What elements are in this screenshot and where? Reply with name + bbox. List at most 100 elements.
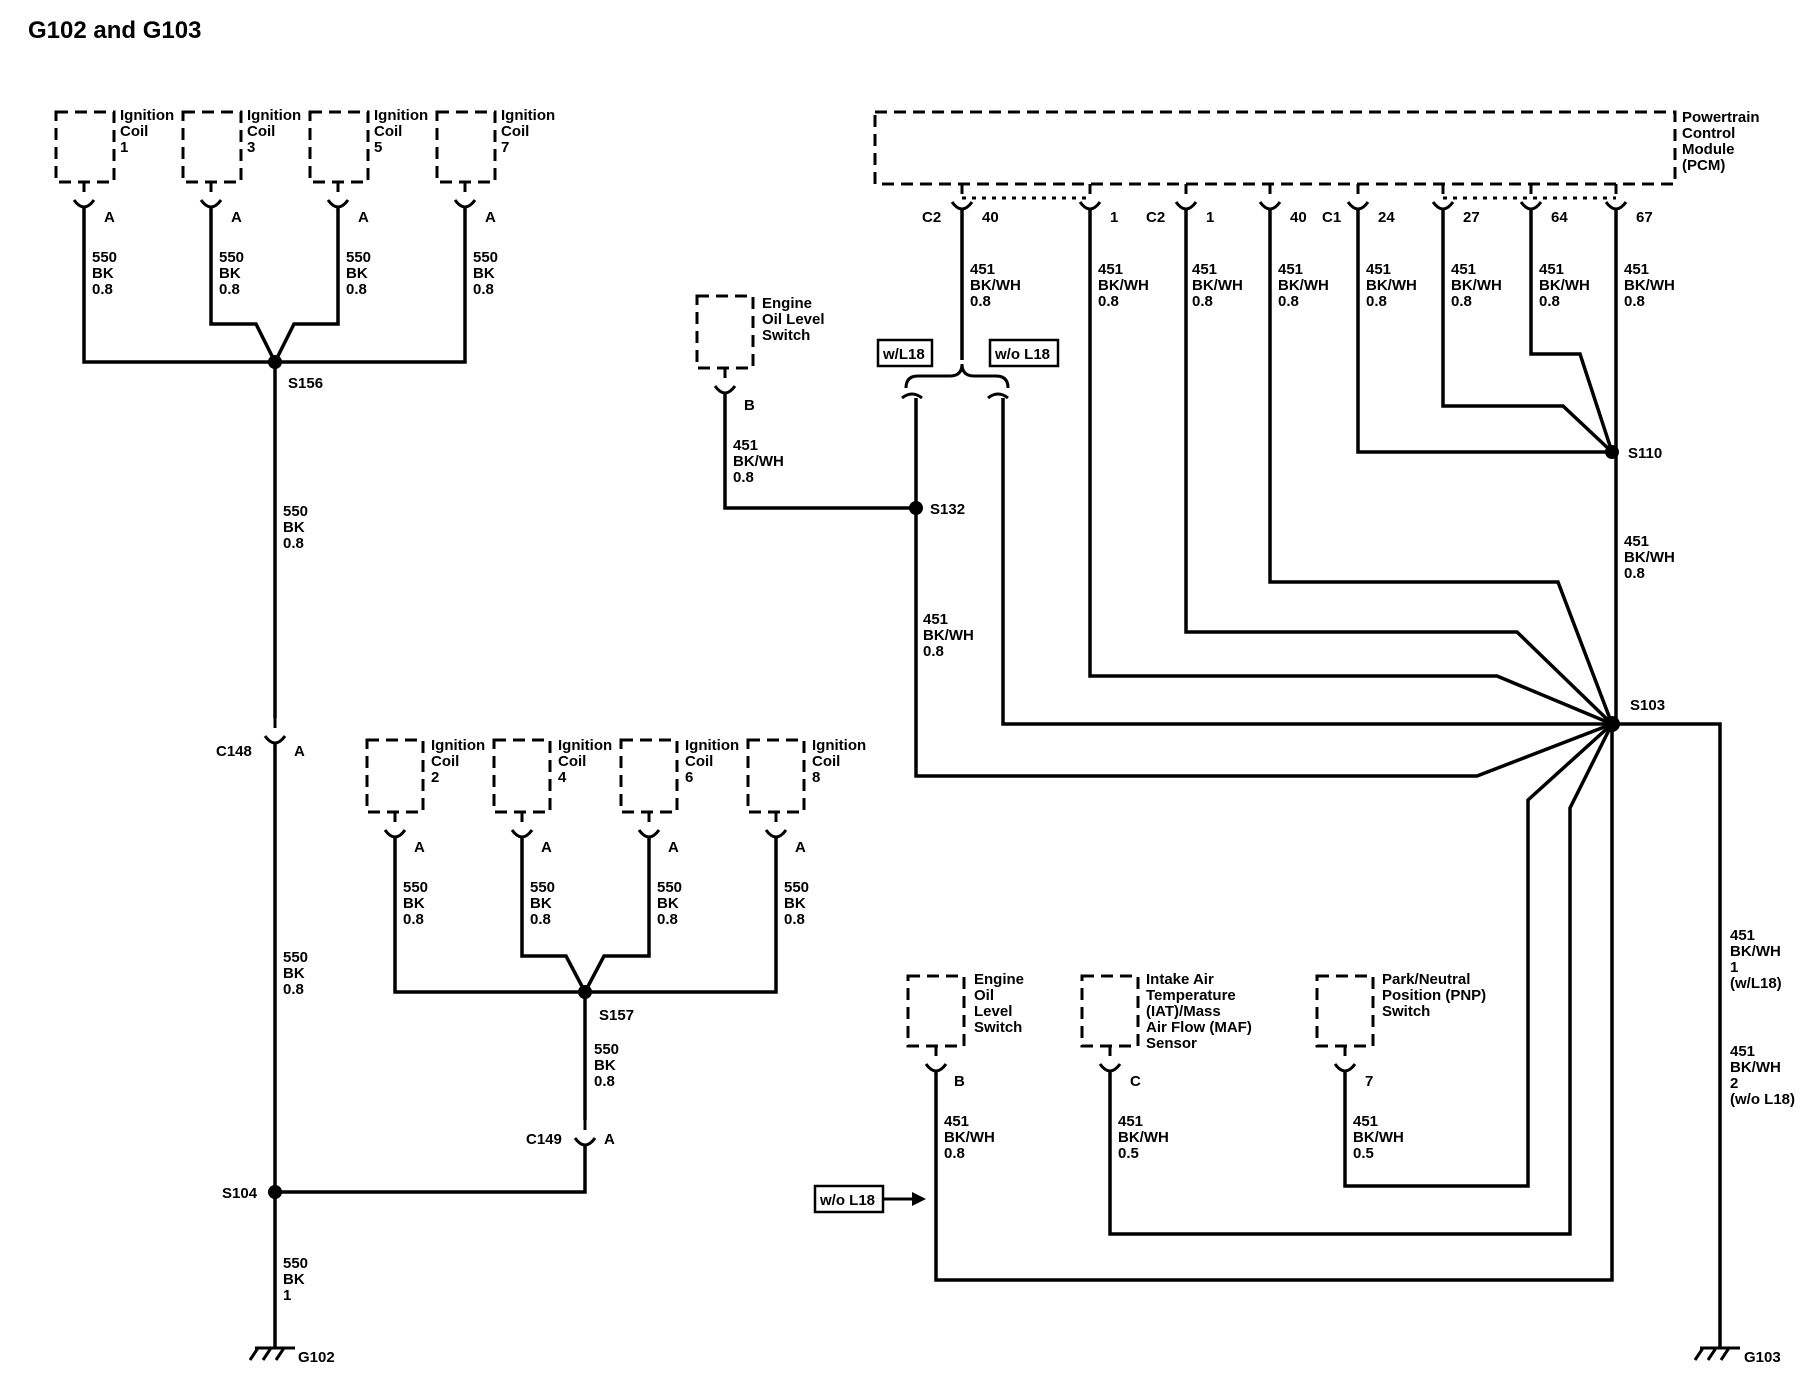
svg-text:451: 451 xyxy=(733,437,758,454)
svg-text:1: 1 xyxy=(1206,209,1214,226)
splice-s103-label: S103 xyxy=(1630,697,1665,714)
svg-text:451: 451 xyxy=(970,261,995,278)
svg-text:BK: BK xyxy=(283,1271,305,1288)
svg-text:0.8: 0.8 xyxy=(1098,293,1119,310)
wire-s132-labels: 451 BK/WH 0.8 xyxy=(923,611,974,660)
svg-text:A: A xyxy=(485,209,496,226)
splice-s110 xyxy=(1605,445,1619,459)
top-coil-wire-labels: 550 BK 0.8 550 BK 0.8 550 BK 0.8 550 BK … xyxy=(92,249,498,298)
svg-text:(w/L18): (w/L18) xyxy=(1730,975,1782,992)
svg-text:Ignition: Ignition xyxy=(120,107,174,124)
svg-text:0.8: 0.8 xyxy=(473,281,494,298)
splice-s104-label: S104 xyxy=(222,1185,258,1202)
svg-text:0.8: 0.8 xyxy=(594,1073,615,1090)
splice-s157-label: S157 xyxy=(599,1007,634,1024)
svg-text:C1: C1 xyxy=(1322,209,1341,226)
svg-text:550: 550 xyxy=(219,249,244,266)
svg-text:0.8: 0.8 xyxy=(219,281,240,298)
svg-text:550: 550 xyxy=(283,949,308,966)
svg-text:0.8: 0.8 xyxy=(923,643,944,660)
svg-text:BK: BK xyxy=(92,265,114,282)
svg-text:BK: BK xyxy=(403,895,425,912)
svg-text:B: B xyxy=(954,1073,965,1090)
svg-text:Switch: Switch xyxy=(974,1019,1022,1036)
svg-text:0.8: 0.8 xyxy=(1366,293,1387,310)
svg-text:Oil: Oil xyxy=(974,987,994,1004)
svg-text:40: 40 xyxy=(982,209,999,226)
svg-text:BK: BK xyxy=(530,895,552,912)
svg-text:Position (PNP): Position (PNP) xyxy=(1382,987,1486,1004)
svg-text:C2: C2 xyxy=(1146,209,1165,226)
splice-s132-label: S132 xyxy=(930,501,965,518)
svg-text:0.8: 0.8 xyxy=(944,1145,965,1162)
svg-text:Park/Neutral: Park/Neutral xyxy=(1382,971,1470,988)
svg-text:0.8: 0.8 xyxy=(1192,293,1213,310)
svg-text:Engine: Engine xyxy=(762,295,812,312)
svg-text:0.8: 0.8 xyxy=(92,281,113,298)
ignition-coil-7: Ignition Coil 7 xyxy=(435,107,555,184)
svg-text:27: 27 xyxy=(1463,209,1480,226)
svg-text:Powertrain: Powertrain xyxy=(1682,109,1760,126)
svg-text:0.8: 0.8 xyxy=(346,281,367,298)
svg-text:451: 451 xyxy=(923,611,948,628)
option-tag-without-l18: w/o L18 xyxy=(988,338,1060,368)
ground-g103-icon: G103 xyxy=(1693,1346,1781,1366)
splice-s132 xyxy=(909,501,923,515)
ignition-coil-2: Ignition Coil 2 xyxy=(365,737,485,814)
svg-text:451: 451 xyxy=(1278,261,1303,278)
svg-text:2: 2 xyxy=(1730,1075,1738,1092)
svg-text:Control: Control xyxy=(1682,125,1735,142)
svg-text:Ignition: Ignition xyxy=(374,107,428,124)
svg-text:67: 67 xyxy=(1636,209,1653,226)
svg-text:0.8: 0.8 xyxy=(1539,293,1560,310)
svg-text:Temperature: Temperature xyxy=(1146,987,1236,1004)
splice-s110-label: S110 xyxy=(1628,445,1662,462)
svg-text:(w/o L18): (w/o L18) xyxy=(1730,1091,1795,1108)
svg-text:451: 451 xyxy=(1098,261,1123,278)
svg-text:6: 6 xyxy=(685,769,693,786)
svg-text:451: 451 xyxy=(1366,261,1391,278)
svg-text:Engine: Engine xyxy=(974,971,1024,988)
svg-text:A: A xyxy=(668,839,679,856)
pcm-wires-to-s110 xyxy=(1356,208,1618,724)
svg-text:0.8: 0.8 xyxy=(1624,293,1645,310)
svg-text:451: 451 xyxy=(1624,533,1649,550)
svg-text:BK/WH: BK/WH xyxy=(1278,277,1329,294)
svg-text:C148: C148 xyxy=(216,743,252,760)
svg-text:40: 40 xyxy=(1290,209,1307,226)
svg-text:A: A xyxy=(104,209,115,226)
wire-c148-s104-labels: 550 BK 0.8 xyxy=(283,949,308,998)
svg-text:Oil Level: Oil Level xyxy=(762,311,825,328)
ignition-coil-5: Ignition Coil 5 xyxy=(308,107,428,184)
svg-text:451: 451 xyxy=(1730,1043,1755,1060)
svg-text:550: 550 xyxy=(92,249,117,266)
svg-text:0.8: 0.8 xyxy=(733,469,754,486)
svg-text:0.8: 0.8 xyxy=(784,911,805,928)
svg-text:BK/WH: BK/WH xyxy=(1730,943,1781,960)
svg-text:BK/WH: BK/WH xyxy=(1624,549,1675,566)
svg-text:w/L18: w/L18 xyxy=(882,346,925,363)
svg-text:550: 550 xyxy=(283,1255,308,1272)
svg-text:0.5: 0.5 xyxy=(1118,1145,1139,1162)
svg-text:BK: BK xyxy=(594,1057,616,1074)
svg-text:550: 550 xyxy=(784,879,809,896)
option-split xyxy=(901,208,1010,400)
svg-text:C2: C2 xyxy=(922,209,941,226)
pcm-wire-labels: 451 BK/WH 0.8 451 BK/WH 0.8 451 BK/WH 0.… xyxy=(970,261,1675,310)
ground-g102-icon: G102 xyxy=(248,1346,335,1366)
svg-text:Ignition: Ignition xyxy=(558,737,612,754)
connector-c148: C148 A xyxy=(216,718,305,760)
svg-text:2: 2 xyxy=(431,769,439,786)
top-coil-wires xyxy=(82,206,467,366)
svg-text:Coil: Coil xyxy=(501,123,529,140)
svg-text:G102: G102 xyxy=(298,1349,335,1366)
svg-text:A: A xyxy=(294,743,305,760)
svg-text:550: 550 xyxy=(657,879,682,896)
option-arrow-without-l18: w/o L18 xyxy=(813,1184,926,1214)
svg-text:550: 550 xyxy=(473,249,498,266)
svg-text:BK/WH: BK/WH xyxy=(1451,277,1502,294)
svg-text:A: A xyxy=(414,839,425,856)
svg-text:Coil: Coil xyxy=(558,753,586,770)
svg-text:A: A xyxy=(541,839,552,856)
svg-text:7: 7 xyxy=(1365,1073,1373,1090)
